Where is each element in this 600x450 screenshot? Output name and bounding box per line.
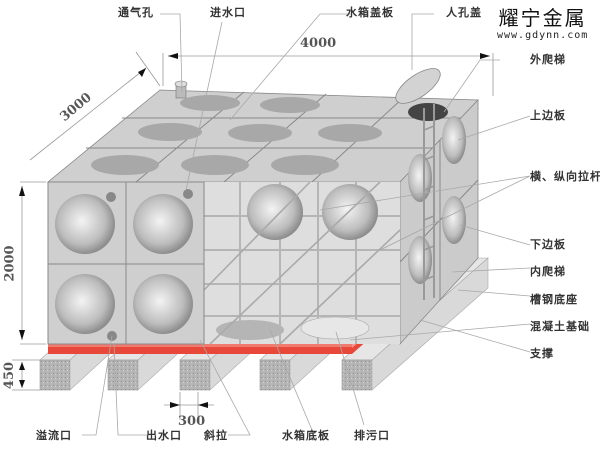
manhole: [395, 68, 448, 121]
label-concrete-foundation: 混凝土基础: [530, 320, 590, 333]
outer-ladder: [423, 104, 435, 300]
label-channel-steel-base: 槽钢底座: [530, 293, 578, 306]
dimension-support-spacing: 300: [178, 414, 206, 429]
dimension-foundation-height: 450: [2, 361, 18, 390]
label-outlet: 出水口: [146, 429, 182, 442]
label-outer-ladder: 外爬梯: [530, 53, 566, 66]
label-inlet: 进水口: [210, 6, 246, 19]
label-overflow: 溢流口: [36, 429, 72, 442]
label-tie-rods: 横、纵向拉杆: [530, 170, 600, 183]
dimension-lines: [12, 51, 494, 420]
vent-pipe: [174, 80, 188, 99]
label-inner-ladder: 内爬梯: [530, 265, 566, 278]
label-cover-plate: 水箱盖板: [346, 6, 394, 19]
brand-logo: 耀宁金属 www.gdynn.com: [497, 6, 588, 41]
label-manhole-cover: 人孔盖: [446, 6, 482, 19]
front-panels: [47, 181, 205, 345]
dimension-length: 4000: [300, 36, 337, 51]
dimension-arrowheads: [19, 53, 490, 408]
label-bottom-plate: 水箱底板: [282, 429, 330, 442]
leader-lines: [82, 13, 531, 436]
label-lower-side-plate: 下边板: [530, 238, 566, 251]
label-vent: 通气孔: [118, 6, 154, 19]
brand-url: www.gdynn.com: [497, 30, 589, 41]
tank-interior: [203, 181, 401, 345]
label-upper-side-plate: 上边板: [530, 109, 566, 122]
label-diagonal-brace: 斜拉: [204, 429, 228, 442]
label-drain: 排污口: [354, 429, 390, 442]
label-support: 支撑: [530, 347, 554, 360]
dimension-height: 2000: [2, 245, 18, 282]
brand-name: 耀宁金属: [498, 6, 587, 30]
